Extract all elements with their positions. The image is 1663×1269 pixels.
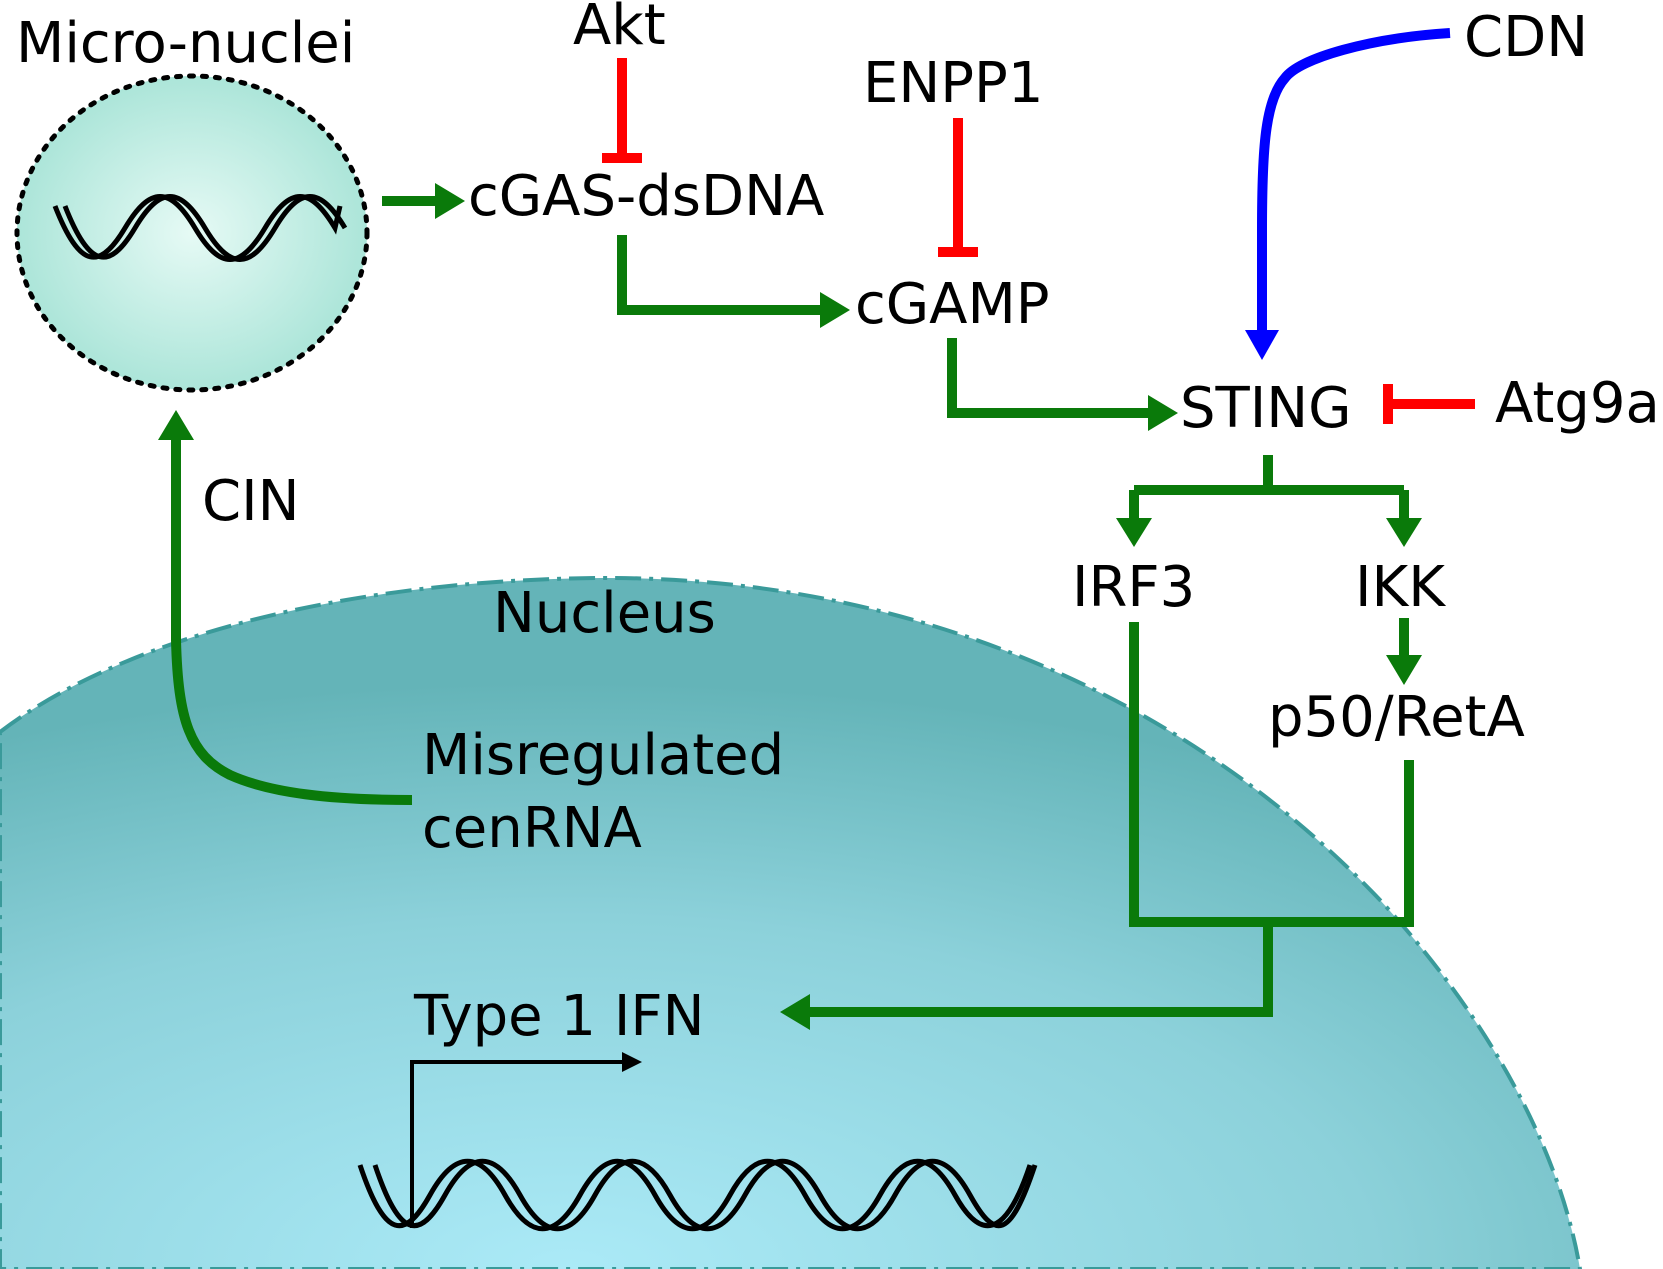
label-misregulated: Misregulated <box>422 723 784 788</box>
label-cdn: CDN <box>1464 5 1588 70</box>
micronucleus-shape <box>14 73 370 393</box>
arrow-cdn-to-sting <box>1245 28 1451 360</box>
label-micronuclei: Micro-nuclei <box>16 11 355 76</box>
inhibition-enpp1-cgamp <box>938 118 978 257</box>
label-akt: Akt <box>573 0 666 58</box>
transcription-start-arrow <box>410 1052 642 1228</box>
label-ikk: IKK <box>1355 555 1446 620</box>
label-enpp1: ENPP1 <box>863 51 1043 116</box>
arrow-irf3-p50-to-type1ifn <box>780 622 1414 1030</box>
micronucleus-dna-helix <box>52 194 348 262</box>
arrow-ikk-to-p50 <box>1386 618 1422 685</box>
label-p50-reta: p50/RetA <box>1268 685 1525 750</box>
nuclear-dna-helix <box>357 1158 1038 1232</box>
arrow-cgamp-to-sting <box>947 338 1178 431</box>
arrow-cenrna-to-micronuclei <box>158 410 413 805</box>
label-cgamp: cGAMP <box>855 272 1050 337</box>
label-cgas-dsdna: cGAS-dsDNA <box>468 164 824 229</box>
inhibition-akt-cgas <box>602 58 642 163</box>
label-cenrna: cenRNA <box>422 796 642 861</box>
inhibition-atg9a-sting <box>1383 384 1475 424</box>
arrow-sting-to-irf3-ikk <box>1116 455 1422 547</box>
label-nucleus: Nucleus <box>493 581 716 646</box>
nucleus-shape <box>0 575 1583 1269</box>
label-atg9a: Atg9a <box>1495 371 1660 436</box>
arrow-micronuclei-to-cgas <box>382 183 465 219</box>
label-type1-ifn: Type 1 IFN <box>413 984 704 1049</box>
label-cin: CIN <box>202 469 300 534</box>
label-sting: STING <box>1180 376 1352 441</box>
label-irf3: IRF3 <box>1072 555 1195 620</box>
arrow-cgas-to-cgamp <box>617 235 850 328</box>
